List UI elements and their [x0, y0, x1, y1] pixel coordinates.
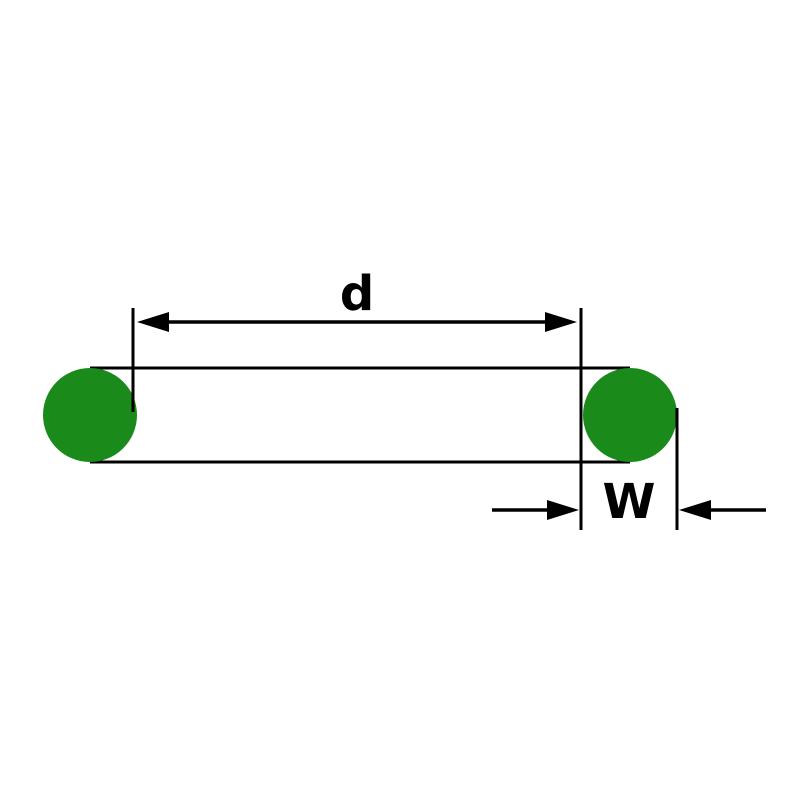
arrowhead-w-right-icon — [679, 500, 711, 520]
arrowhead-d-right-icon — [545, 312, 577, 332]
arrowhead-w-left-icon — [547, 500, 579, 520]
label-cross-section-w: W — [603, 474, 656, 530]
oring-cross-section-left — [43, 368, 137, 462]
oring-cross-section-right — [583, 368, 677, 462]
label-inner-diameter-d: d — [340, 266, 374, 322]
arrowhead-d-left-icon — [137, 312, 169, 332]
